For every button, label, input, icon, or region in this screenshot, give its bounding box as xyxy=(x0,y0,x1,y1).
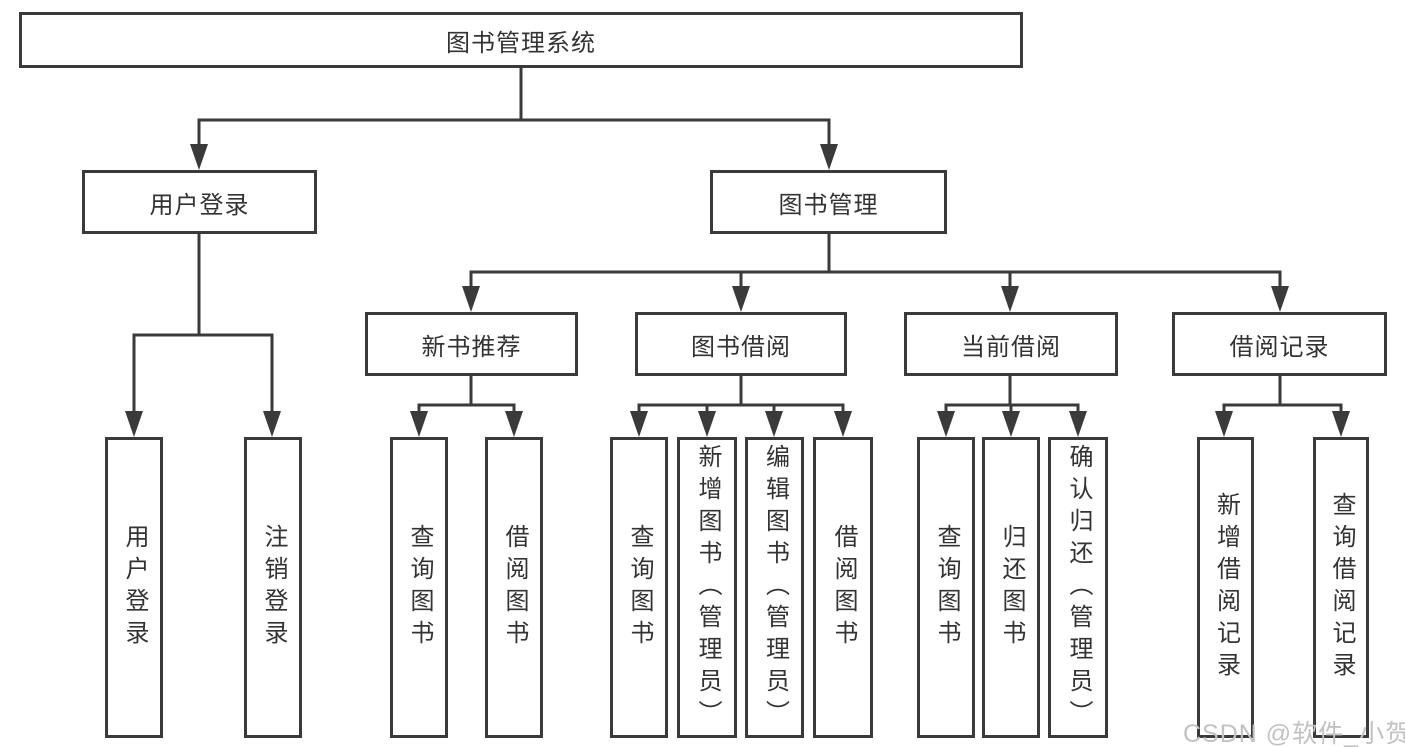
leaf-borrow-books: 借阅图书 xyxy=(813,437,873,738)
leaf-logout: 注销登录 xyxy=(244,437,302,738)
node-label: 借阅记录 xyxy=(1229,333,1330,361)
node-label: 用户登录 xyxy=(121,523,148,652)
node-label: 新增图书（管理员） xyxy=(694,443,721,732)
node-borrow-records: 借阅记录 xyxy=(1172,312,1387,376)
node-label: 当前借阅 xyxy=(961,333,1061,361)
csdn-watermark: CSDN @软件_小贺同学 xyxy=(1183,720,1405,747)
leaf-return-books: 归还图书 xyxy=(982,437,1040,738)
node-label: 查询借阅记录 xyxy=(1328,491,1355,684)
node-label: 确认归还（管理员） xyxy=(1065,443,1092,732)
node-label: 查询图书 xyxy=(406,523,433,652)
arrowhead-icons xyxy=(125,144,1350,437)
leaf-borrow-query-books: 查询图书 xyxy=(610,437,668,738)
leaf-confirm-return-admin: 确认归还（管理员） xyxy=(1048,437,1108,738)
node-current-borrow: 当前借阅 xyxy=(904,312,1118,376)
node-label: 借阅图书 xyxy=(830,523,857,652)
node-label: 新书推荐 xyxy=(421,333,522,361)
node-label: 图书管理系统 xyxy=(446,29,596,57)
node-label: 注销登录 xyxy=(260,523,287,652)
node-user-login: 用户登录 xyxy=(82,170,317,234)
node-book-management: 图书管理 xyxy=(710,170,947,234)
node-label: 图书管理 xyxy=(778,191,879,219)
node-label: 新增借阅记录 xyxy=(1212,491,1240,684)
leaf-newbook-borrow-books: 借阅图书 xyxy=(485,437,543,738)
node-label: 编辑图书（管理员） xyxy=(761,443,789,732)
node-label: 查询图书 xyxy=(626,523,653,652)
leaf-user-login: 用户登录 xyxy=(105,437,163,738)
node-label: 图书借阅 xyxy=(691,333,791,361)
node-label: 归还图书 xyxy=(998,523,1025,652)
leaf-add-borrow-record: 新增借阅记录 xyxy=(1197,437,1254,738)
leaf-edit-books-admin: 编辑图书（管理员） xyxy=(745,437,804,738)
node-label: 借阅图书 xyxy=(501,523,528,652)
node-label: 用户登录 xyxy=(149,191,250,219)
node-book-borrow: 图书借阅 xyxy=(635,312,847,376)
node-root-system: 图书管理系统 xyxy=(19,12,1023,68)
leaf-current-query-books: 查询图书 xyxy=(917,437,975,738)
node-label: 查询图书 xyxy=(933,523,960,652)
node-new-book-recommend: 新书推荐 xyxy=(365,312,578,376)
leaf-newbook-query-books: 查询图书 xyxy=(390,437,448,738)
leaf-query-borrow-record: 查询借阅记录 xyxy=(1313,437,1369,738)
leaf-add-books-admin: 新增图书（管理员） xyxy=(677,437,737,738)
